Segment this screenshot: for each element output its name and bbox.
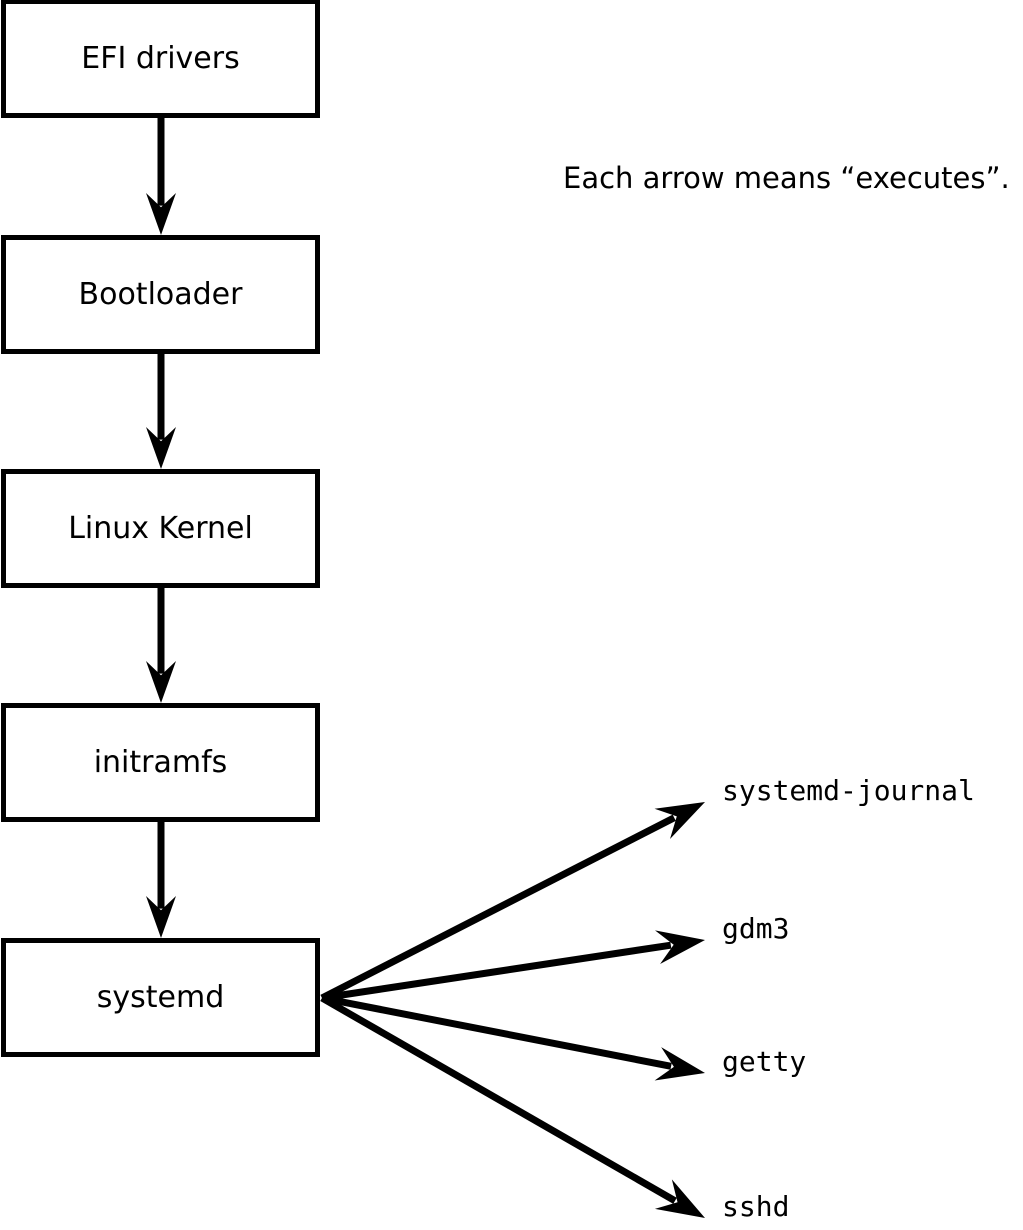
service-label-getty[interactable]: getty xyxy=(722,1045,807,1078)
boot-arrow-head-3 xyxy=(146,896,176,938)
service-arrow-shaft-getty xyxy=(321,994,672,1070)
service-arrow-head-gdm3 xyxy=(655,930,705,964)
node-label-linux-kernel: Linux Kernel xyxy=(68,510,253,546)
boot-arrow-head-1 xyxy=(146,427,176,469)
service-label-systemd-journal[interactable]: systemd-journal xyxy=(722,774,975,807)
service-arrow-head-getty xyxy=(654,1047,705,1081)
service-label-gdm3[interactable]: gdm3 xyxy=(722,912,790,945)
boot-arrow-head-2 xyxy=(146,661,176,703)
service-arrow-shaft-gdm3 xyxy=(321,941,672,1002)
node-label-efi-drivers: EFI drivers xyxy=(81,40,240,76)
legend-note: Each arrow means “executes”. xyxy=(563,161,1010,195)
service-arrow-shaft-systemd-journal xyxy=(320,814,676,1002)
node-bootloader[interactable]: Bootloader xyxy=(1,235,320,354)
node-label-bootloader: Bootloader xyxy=(78,276,243,312)
boot-arrow-head-0 xyxy=(146,193,176,235)
node-label-systemd: systemd xyxy=(96,979,225,1015)
service-label-sshd[interactable]: sshd xyxy=(722,1190,790,1223)
node-systemd[interactable]: systemd xyxy=(1,938,320,1057)
service-arrow-head-sshd xyxy=(654,1179,705,1218)
service-arrow-shaft-sshd xyxy=(320,994,677,1204)
node-efi-drivers[interactable]: EFI drivers xyxy=(1,0,320,118)
node-initramfs[interactable]: initramfs xyxy=(1,703,320,822)
service-arrow-head-systemd-journal xyxy=(654,802,705,839)
node-label-initramfs: initramfs xyxy=(93,744,228,780)
node-linux-kernel[interactable]: Linux Kernel xyxy=(1,469,320,588)
